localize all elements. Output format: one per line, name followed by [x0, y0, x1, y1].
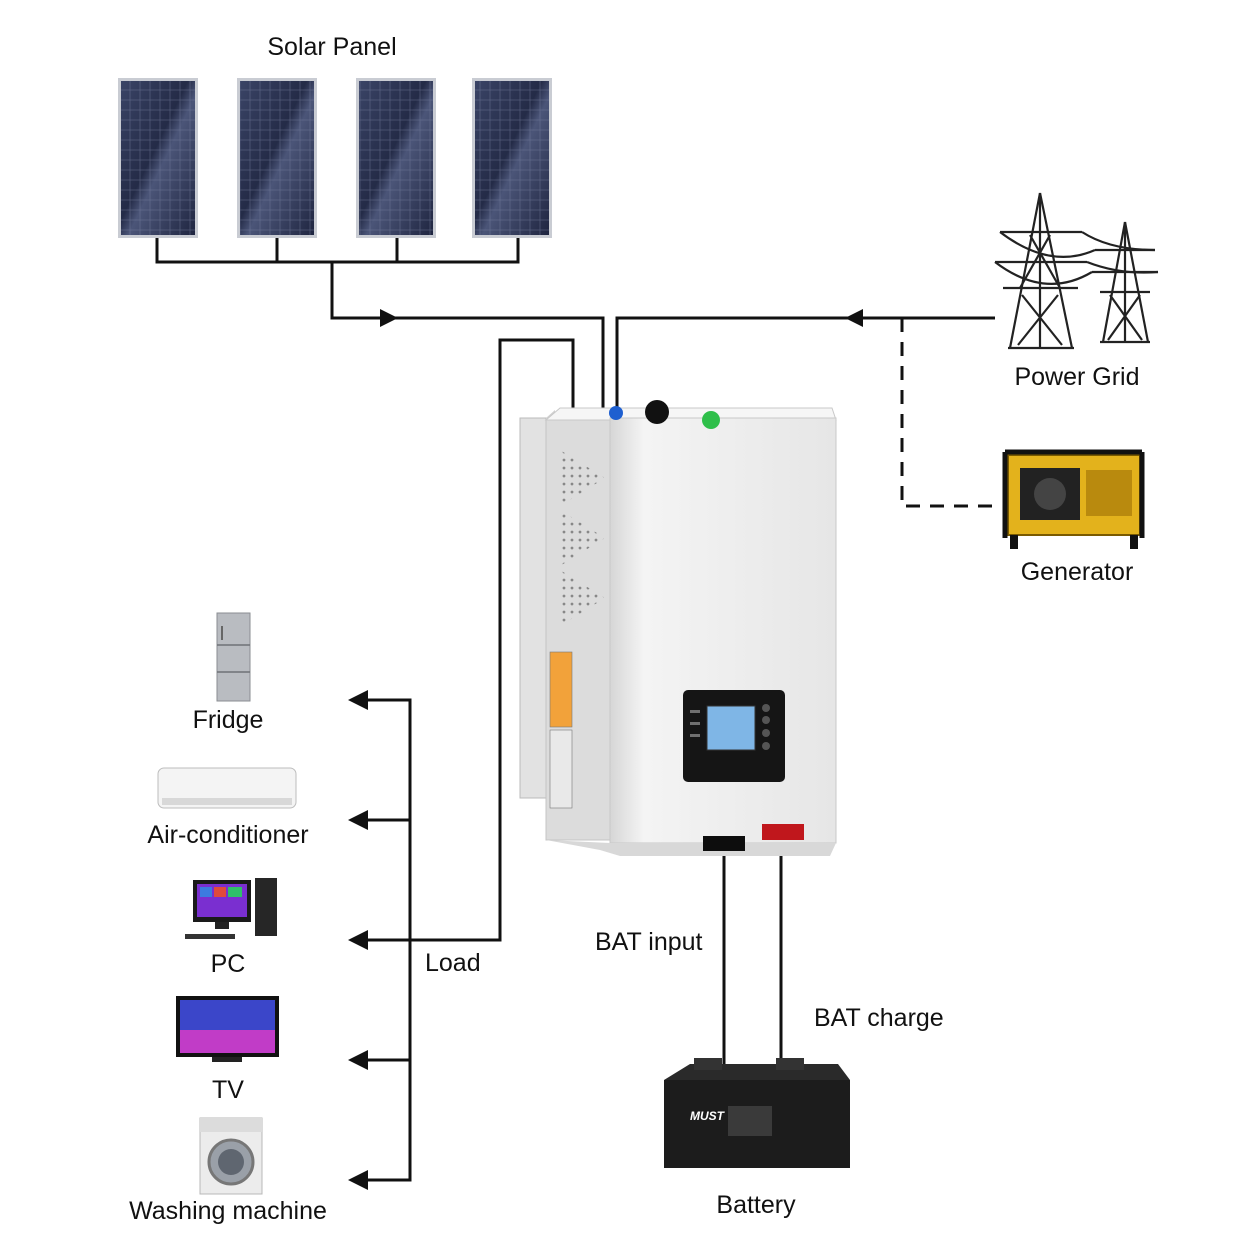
solar-panel-2: [237, 78, 317, 238]
hybrid-inverter: [519, 400, 837, 856]
generator-label: Generator: [1020, 558, 1134, 586]
solar-panel-1: [118, 78, 198, 238]
tv-icon: [176, 996, 279, 1062]
generator-icon: [1002, 449, 1145, 549]
pc-icon: [185, 878, 277, 939]
solar-panel-4: [472, 78, 552, 238]
warning-label: [549, 651, 573, 728]
lcd-screen: [706, 705, 756, 751]
battery-icon: MUST: [664, 1058, 850, 1168]
solar-panel-label: Solar Panel: [267, 33, 397, 61]
vent-grille: [560, 450, 605, 626]
air-conditioner-label: Air-conditioner: [147, 821, 309, 849]
grid-arrow: [845, 309, 863, 327]
wiring: [155, 238, 1000, 1182]
ac-arrow: [348, 810, 368, 830]
battery-label: Battery: [716, 1191, 796, 1219]
washer-arrow: [348, 1170, 368, 1190]
power-grid-tower-icon: [994, 192, 1159, 350]
bat-charge-label: BAT charge: [814, 1004, 944, 1032]
control-buttons: [762, 704, 770, 750]
washing-machine-label: Washing machine: [129, 1197, 327, 1225]
status-leds: [690, 710, 700, 737]
tv-arrow: [348, 1050, 368, 1070]
air-conditioner-icon: [157, 767, 297, 809]
solar-bus-wire: [155, 238, 520, 264]
fridge-arrow: [348, 690, 368, 710]
fridge-icon: [216, 612, 251, 702]
solar-panel-3: [356, 78, 436, 238]
tv-label: TV: [212, 1076, 244, 1104]
solar-panel-array: [118, 78, 552, 238]
solar-feed-wire: [330, 262, 605, 415]
bat-positive-terminal: [762, 824, 804, 840]
pc-arrow: [348, 930, 368, 950]
generator-feed-wire: [900, 318, 1000, 508]
washing-machine-icon: [199, 1117, 263, 1195]
flow-arrows: [348, 309, 863, 1190]
grid-feed-wire: [615, 316, 995, 415]
ac-input-connector: [702, 411, 720, 429]
load-bus-wire: [368, 698, 412, 1182]
pc-label: PC: [210, 950, 246, 978]
load-label: Load: [425, 949, 481, 977]
solar-arrow: [380, 309, 398, 327]
bat-negative-terminal: [703, 836, 745, 851]
load-output-wire: [410, 338, 575, 942]
spec-label: [549, 729, 573, 809]
power-grid-label: Power Grid: [1014, 363, 1140, 391]
power-switch-knob: [645, 400, 669, 424]
battery-brand-logo: MUST: [690, 1109, 726, 1123]
bat-input-label: BAT input: [595, 928, 703, 956]
fridge-label: Fridge: [192, 706, 264, 734]
pv-connector: [609, 406, 623, 420]
